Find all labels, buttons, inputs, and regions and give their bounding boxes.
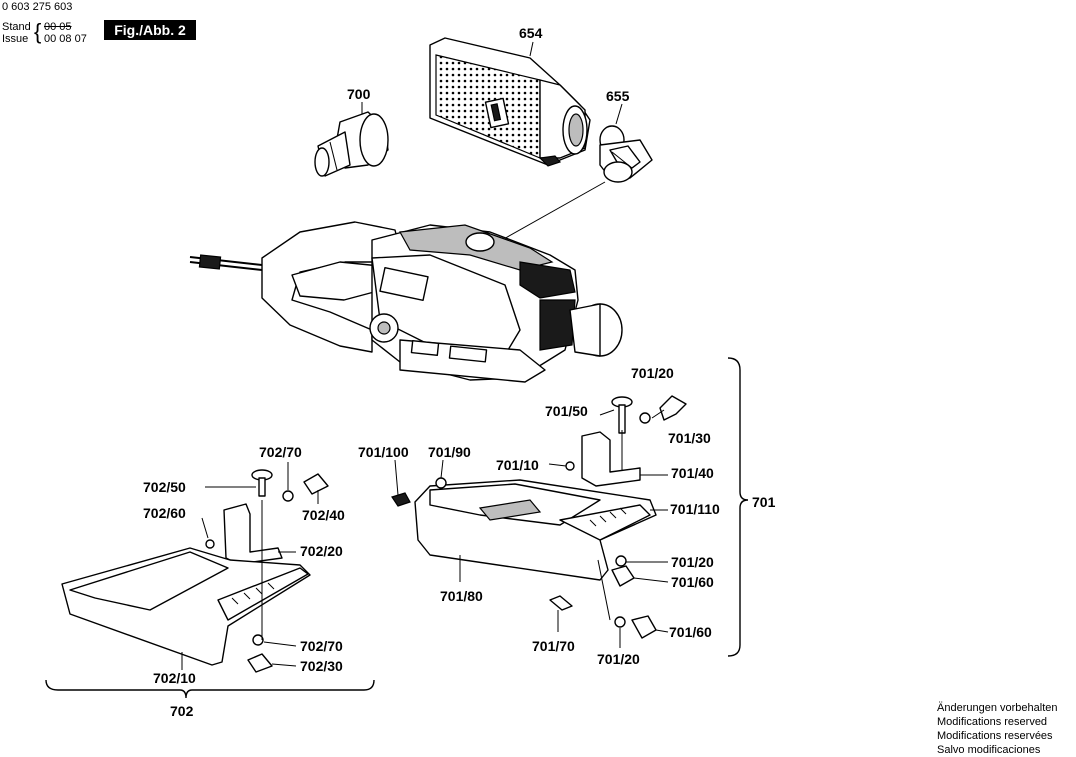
edge-guide-702-drawing: [45, 462, 375, 699]
callout-702-70-bot: 702/70: [300, 638, 343, 654]
callout-702-20: 702/20: [300, 543, 343, 559]
notice-line-en: Modifications reserved: [937, 716, 1048, 728]
callout-702-30: 702/30: [300, 658, 343, 674]
callout-702-70-top: 702/70: [259, 444, 302, 460]
dust-box-drawing: [429, 37, 591, 167]
callout-701-60-b: 701/60: [669, 624, 712, 640]
callout-701-70: 701/70: [532, 638, 575, 654]
callout-701-20-top: 701/20: [631, 365, 674, 381]
belt-sander-drawing: [189, 221, 623, 383]
callout-702: 702: [170, 703, 194, 719]
callout-701-110: 701/110: [670, 501, 720, 517]
callout-701: 701: [752, 494, 776, 510]
callout-701-20-bot: 701/20: [597, 651, 640, 667]
callout-701-10: 701/10: [496, 457, 539, 473]
part-number: 0 603 275 603: [2, 1, 73, 13]
figure-badge: Fig./Abb. 2: [104, 20, 196, 40]
callout-700: 700: [347, 86, 371, 102]
callout-701-60-a: 701/60: [671, 574, 714, 590]
callout-702-60: 702/60: [143, 505, 186, 521]
issue-label: Issue: [2, 33, 29, 45]
callout-701-30: 701/30: [668, 430, 711, 446]
callout-labels: 654 655 700 701/20 701/50 701/30 701/10 …: [143, 25, 776, 719]
callout-701-90: 701/90: [428, 444, 471, 460]
callout-701-50: 701/50: [545, 403, 588, 419]
issue-date: 00 08 07: [44, 33, 87, 45]
callout-702-10: 702/10: [153, 670, 196, 686]
stand-date: 00 05: [44, 21, 72, 33]
callout-702-40: 702/40: [302, 507, 345, 523]
modifications-notice: Änderungen vorbehalten Modifications res…: [937, 701, 1057, 757]
callout-701-40: 701/40: [671, 465, 714, 481]
leader-655: [615, 103, 623, 125]
adapter-drawing: [599, 125, 653, 183]
callout-655: 655: [606, 88, 630, 104]
parallel-guide-701-drawing: [391, 357, 749, 657]
callout-701-100: 701/100: [358, 444, 409, 460]
callout-701-80: 701/80: [440, 588, 483, 604]
stand-label: Stand: [2, 21, 31, 33]
callout-654: 654: [519, 25, 543, 41]
notice-line-fr: Modifications reservées: [937, 730, 1053, 742]
callout-701-20-mid: 701/20: [671, 554, 714, 570]
nozzle-drawing: [314, 111, 389, 177]
notice-line-de: Änderungen vorbehalten: [937, 702, 1058, 714]
notice-line-es: Salvo modificaciones: [937, 744, 1041, 756]
leader-654: [529, 41, 534, 57]
brace-icon: {: [34, 19, 42, 44]
callout-702-50: 702/50: [143, 479, 186, 495]
